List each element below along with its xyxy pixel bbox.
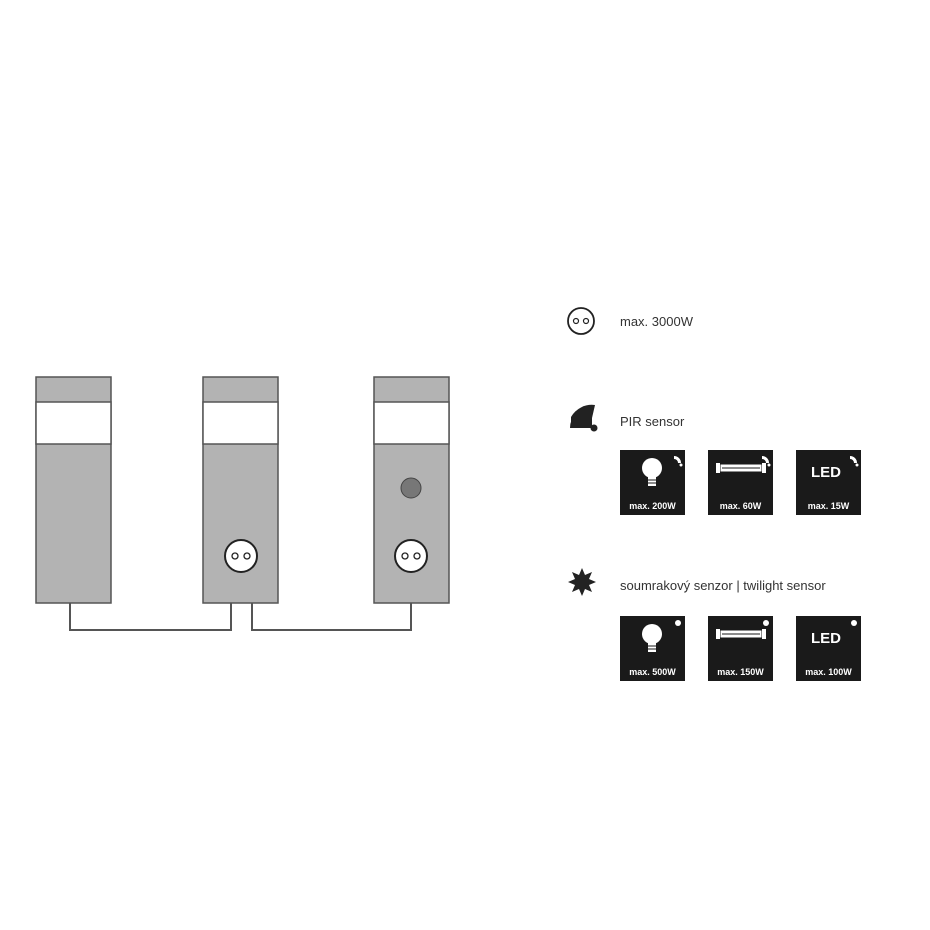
- light-window: [373, 401, 450, 445]
- pir-badge-tube: max. 60W: [708, 450, 773, 515]
- pir-badge-led: LED max. 15W: [796, 450, 861, 515]
- legend-pir: PIR sensor: [570, 404, 685, 432]
- twilight-sensor-icon: [568, 568, 596, 596]
- socket-icon: [224, 539, 258, 573]
- wire-left: [69, 603, 232, 631]
- bulb-icon: [642, 624, 662, 652]
- badge-text: max. 150W: [717, 667, 764, 677]
- pir-corner-icon: [850, 456, 859, 467]
- badge-text: max. 100W: [805, 667, 852, 677]
- legend-socket: max. 3000W: [567, 307, 694, 335]
- bulb-icon: [642, 458, 662, 486]
- twilight-corner-icon: [851, 620, 857, 626]
- led-icon: LED: [811, 464, 841, 481]
- twilight-badge-bulb: max. 500W: [620, 616, 685, 681]
- socket-icon: [567, 307, 595, 335]
- badge-text: max. 200W: [629, 501, 676, 511]
- twilight-badge-led: LED max. 100W: [796, 616, 861, 681]
- twilight-label: soumrakový senzor | twilight sensor: [620, 578, 826, 593]
- led-icon: LED: [811, 630, 841, 647]
- tube-lamp-icon: [716, 463, 766, 473]
- twilight-badge-tube: max. 150W: [708, 616, 773, 681]
- pir-corner-icon: [674, 456, 683, 467]
- twilight-corner-icon: [675, 620, 681, 626]
- post-socket: [202, 376, 279, 604]
- twilight-corner-icon: [763, 620, 769, 626]
- badge-text: max. 60W: [720, 501, 762, 511]
- light-window: [202, 401, 279, 445]
- post-plain: [35, 376, 112, 604]
- badge-text: max. 15W: [808, 501, 850, 511]
- light-window: [35, 401, 112, 445]
- socket-label: max. 3000W: [620, 314, 694, 329]
- pir-badge-bulb: max. 200W: [620, 450, 685, 515]
- pir-sensor-icon: [570, 404, 598, 432]
- pir-label: PIR sensor: [620, 414, 685, 429]
- post-socket-sensor: [373, 376, 450, 604]
- tube-lamp-icon: [716, 629, 766, 639]
- wire-right: [251, 603, 412, 631]
- legend-twilight: soumrakový senzor | twilight sensor: [568, 568, 826, 596]
- socket-icon: [394, 539, 428, 573]
- motion-sensor-dot: [400, 477, 422, 499]
- pir-corner-icon: [762, 456, 771, 467]
- badge-text: max. 500W: [629, 667, 676, 677]
